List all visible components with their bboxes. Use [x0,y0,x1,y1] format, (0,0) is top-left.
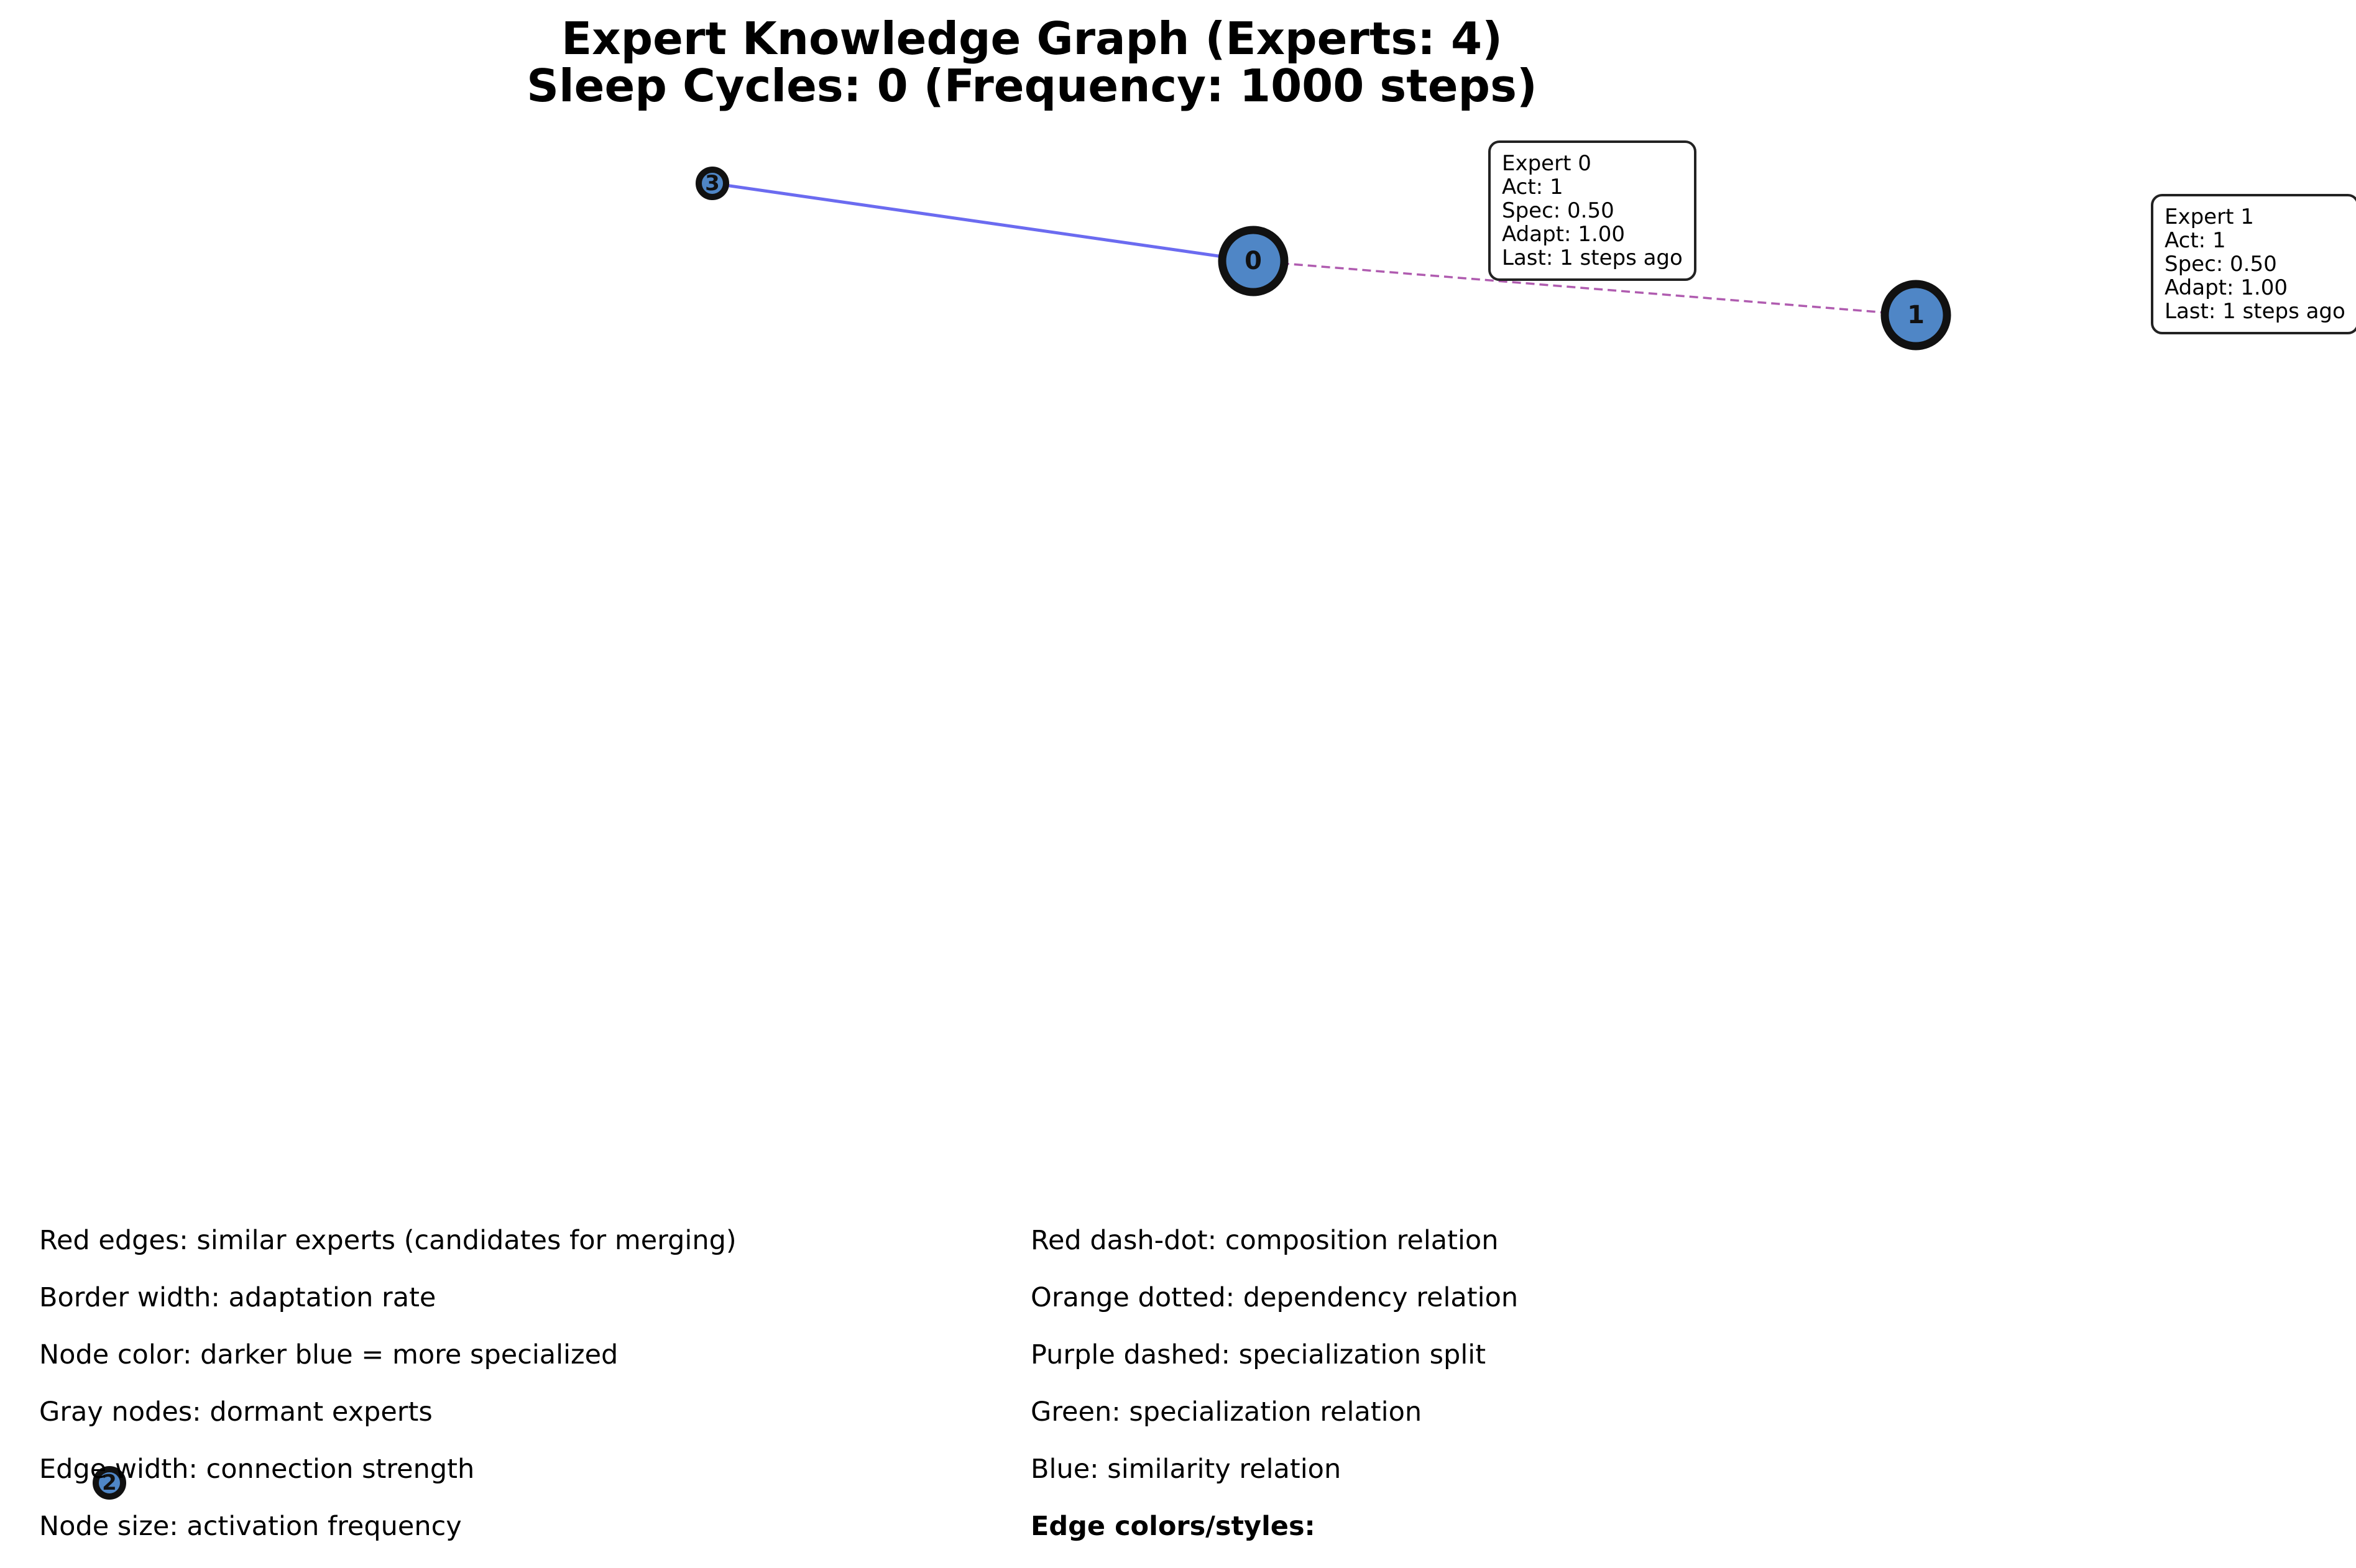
info-activation: Act: 1 [2165,228,2226,253]
expert-node-label: 1 [1907,301,1925,329]
legend-item: Red edges: similar experts (candidates f… [39,1225,737,1256]
expert-0-info-box: Expert 0 Act: 1 Spec: 0.50 Adapt: 1.00 L… [1488,140,1696,281]
info-expert-name: Expert 0 [1502,151,1591,176]
legend-item: Edge width: connection strength [39,1454,475,1485]
info-specialization: Spec: 0.50 [2165,252,2277,277]
legend-item: Node color: darker blue = more specializ… [39,1339,619,1370]
info-adaptation: Adapt: 1.00 [1502,222,1625,247]
expert-node-1[interactable]: 1 [1880,280,1951,351]
legend-item: Node size: activation frequency [39,1511,462,1542]
info-last-active: Last: 1 steps ago [2165,299,2345,324]
figure-title-line-2: Sleep Cycles: 0 (Frequency: 1000 steps) [527,60,1537,112]
edge-3-0 [712,181,1254,263]
edges-layer [712,181,1917,316]
expert-node-label: 0 [1245,247,1262,275]
expert-1-info-box: Expert 1 Act: 1 Spec: 0.50 Adapt: 1.00 L… [2151,194,2356,334]
expert-node-label: 2 [102,1470,117,1495]
expert-node-circle [1880,280,1951,351]
info-adaptation: Adapt: 1.00 [2165,275,2288,300]
info-expert-name: Expert 1 [2165,204,2254,229]
info-activation: Act: 1 [1502,175,1563,199]
figure-title-line-1: Expert Knowledge Graph (Experts: 4) [561,12,1503,65]
legend-item: Orange dotted: dependency relation [1031,1282,1519,1313]
expert-node-circle [93,1466,126,1500]
info-last-active: Last: 1 steps ago [1502,245,1683,270]
expert-node-label: 3 [705,171,720,196]
expert-node-2[interactable]: 2 [93,1466,126,1500]
legend-item: Green: specialization relation [1031,1396,1422,1428]
legend-item: Blue: similarity relation [1031,1454,1341,1485]
legend-item: Purple dashed: specialization split [1031,1339,1486,1370]
edge-0-1 [1253,260,1917,316]
legend-heading: Edge colors/styles: [1031,1511,1315,1542]
legend-item: Border width: adaptation rate [39,1282,436,1313]
expert-node-circle [1218,226,1289,296]
expert-node-circle [696,167,729,200]
expert-node-3[interactable]: 3 [696,167,729,200]
legend-item: Gray nodes: dormant experts [39,1396,433,1428]
legend-item: Red dash-dot: composition relation [1031,1225,1499,1256]
expert-node-0[interactable]: 0 [1218,226,1289,296]
nodes-layer: 0 1 2 3 [93,167,1951,1500]
info-specialization: Spec: 0.50 [1502,198,1614,223]
